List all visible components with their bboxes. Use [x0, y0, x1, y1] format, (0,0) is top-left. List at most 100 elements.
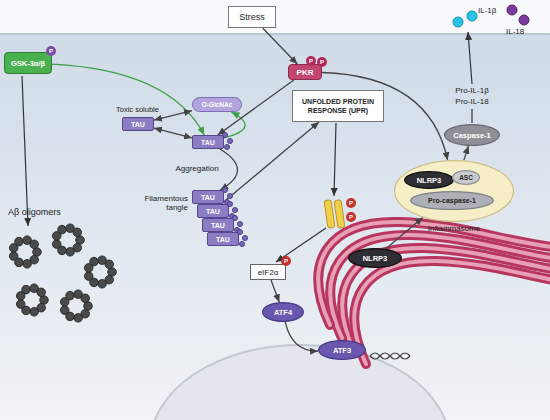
- oligomer-unit: [9, 252, 18, 261]
- complex-ellipse: InflammasomeNLRP3ASCPro-caspase-1: [394, 160, 514, 222]
- oligomer-unit: [58, 225, 67, 234]
- tau-box: TAU: [122, 117, 154, 131]
- ellipse-fill: [453, 171, 480, 185]
- dna-strand: [370, 353, 410, 359]
- er-lumen: [330, 235, 550, 338]
- er-membrane: [354, 261, 550, 364]
- node-text: Stress: [239, 12, 265, 22]
- node-text: TAU: [201, 194, 215, 201]
- phospho-mark: P: [346, 198, 356, 208]
- connector-arrow: [285, 322, 318, 351]
- connector-arrow: [221, 122, 319, 204]
- connector-arrow: [386, 218, 423, 249]
- node-text: ATF3: [333, 346, 351, 355]
- node-text: TAU: [131, 121, 145, 128]
- cytokine-dot: [453, 17, 463, 27]
- amyloid-oligomers: [9, 224, 116, 322]
- node-text: ATF4: [274, 308, 292, 317]
- phosphate-dot: [227, 201, 233, 207]
- perk-receptor: [324, 200, 345, 229]
- oligomer-ring: [9, 236, 41, 268]
- oligomer-unit: [37, 288, 46, 297]
- node-text: NLRP3: [417, 176, 442, 185]
- factor-ellipse: ATF3: [318, 340, 366, 360]
- connector-arrow: [464, 146, 469, 161]
- oligomer-unit: [84, 272, 93, 281]
- phospho-mark: P: [46, 46, 56, 56]
- annotation: IL-18: [506, 27, 524, 36]
- oligomer-unit: [15, 237, 24, 246]
- ellipse-fill: [263, 303, 304, 322]
- factor-box: eIF2α: [250, 264, 286, 280]
- oligomer-ring: [84, 256, 116, 288]
- oligomer-unit: [90, 257, 99, 266]
- node-text: UNFOLDED PROTEIN RESPONSE (UPR): [294, 97, 382, 115]
- node-text: GSK-3α/β: [11, 59, 45, 68]
- tau-box: TAU: [202, 218, 234, 232]
- oligomer-unit: [23, 260, 32, 269]
- phospho-mark: P: [317, 57, 327, 67]
- dna-strand: [370, 353, 410, 359]
- node-text: PKR: [297, 68, 314, 77]
- tau-box: TAU: [207, 232, 239, 246]
- endoplasmic-reticulum: [318, 222, 550, 364]
- node-text: NLRP3: [363, 254, 388, 263]
- tau-box: TAU: [192, 135, 224, 149]
- nucleus: [150, 345, 450, 420]
- enzyme-ellipse: Pro-caspase-1: [410, 191, 494, 210]
- ellipse-fill: [395, 161, 514, 222]
- perk-helix: [324, 200, 335, 229]
- er-lumen: [318, 222, 550, 325]
- node-text: Caspase-1: [453, 131, 491, 140]
- phosphate-dot: [222, 187, 228, 193]
- phosphate-dot: [232, 215, 238, 221]
- node-text: O-GlcNAc: [202, 101, 233, 108]
- adaptor-ellipse: ASC: [452, 170, 480, 185]
- node-text: TAU: [211, 222, 225, 229]
- phospho-mark: P: [281, 256, 291, 266]
- oligomer-unit: [105, 260, 114, 269]
- extracellular-space: [0, 0, 550, 34]
- annotation: IL-1β: [478, 6, 496, 15]
- factor-ellipse: ATF4: [262, 302, 304, 322]
- leader-arrow: [468, 32, 472, 84]
- connector-arrow: [154, 111, 192, 120]
- phosphate-dot: [239, 241, 245, 247]
- kinase-box: GSK-3α/β: [4, 52, 52, 74]
- node-heading: Inflammasome: [374, 224, 534, 233]
- annotation: Pro-IL-1β: [447, 86, 497, 95]
- node-text: TAU: [206, 208, 220, 215]
- leader-line: [471, 109, 472, 123]
- annotation: Filamentous tangle: [128, 194, 188, 212]
- oligomer-unit: [81, 294, 90, 303]
- edge-label: Aggregation: [175, 164, 218, 173]
- ellipse-outline: [394, 160, 514, 222]
- oligomer-ring: [60, 290, 92, 322]
- process-box: UNFOLDED PROTEIN RESPONSE (UPR): [292, 90, 384, 122]
- connector-arrow: [220, 149, 238, 190]
- oligomer-unit: [66, 248, 75, 257]
- tau-box: TAU: [192, 190, 224, 204]
- phosphate-dot: [222, 132, 228, 138]
- oligomer-unit: [22, 285, 31, 294]
- sensor-ellipse: NLRP3: [404, 171, 454, 189]
- ellipse-fill: [349, 249, 402, 268]
- phosphate-dot: [237, 229, 243, 235]
- connector-arrow: [271, 280, 279, 302]
- oligomer-unit: [98, 280, 107, 289]
- connector-arrow: [52, 64, 204, 135]
- leader-arrow: [334, 123, 336, 196]
- ellipse-fill: [445, 125, 500, 146]
- annotation: Pro-IL-18: [447, 97, 497, 106]
- er-membrane: [330, 235, 550, 338]
- phosphate-dot: [224, 144, 230, 150]
- ellipse-fill: [411, 192, 494, 210]
- er-lumen: [342, 248, 550, 351]
- phosphate-dot: [227, 193, 233, 199]
- oligomer-ring: [52, 224, 84, 256]
- phospho-mark: P: [306, 56, 316, 66]
- oligomer-unit: [73, 228, 82, 237]
- node-text: eIF2α: [258, 268, 279, 277]
- er-membrane: [318, 222, 550, 325]
